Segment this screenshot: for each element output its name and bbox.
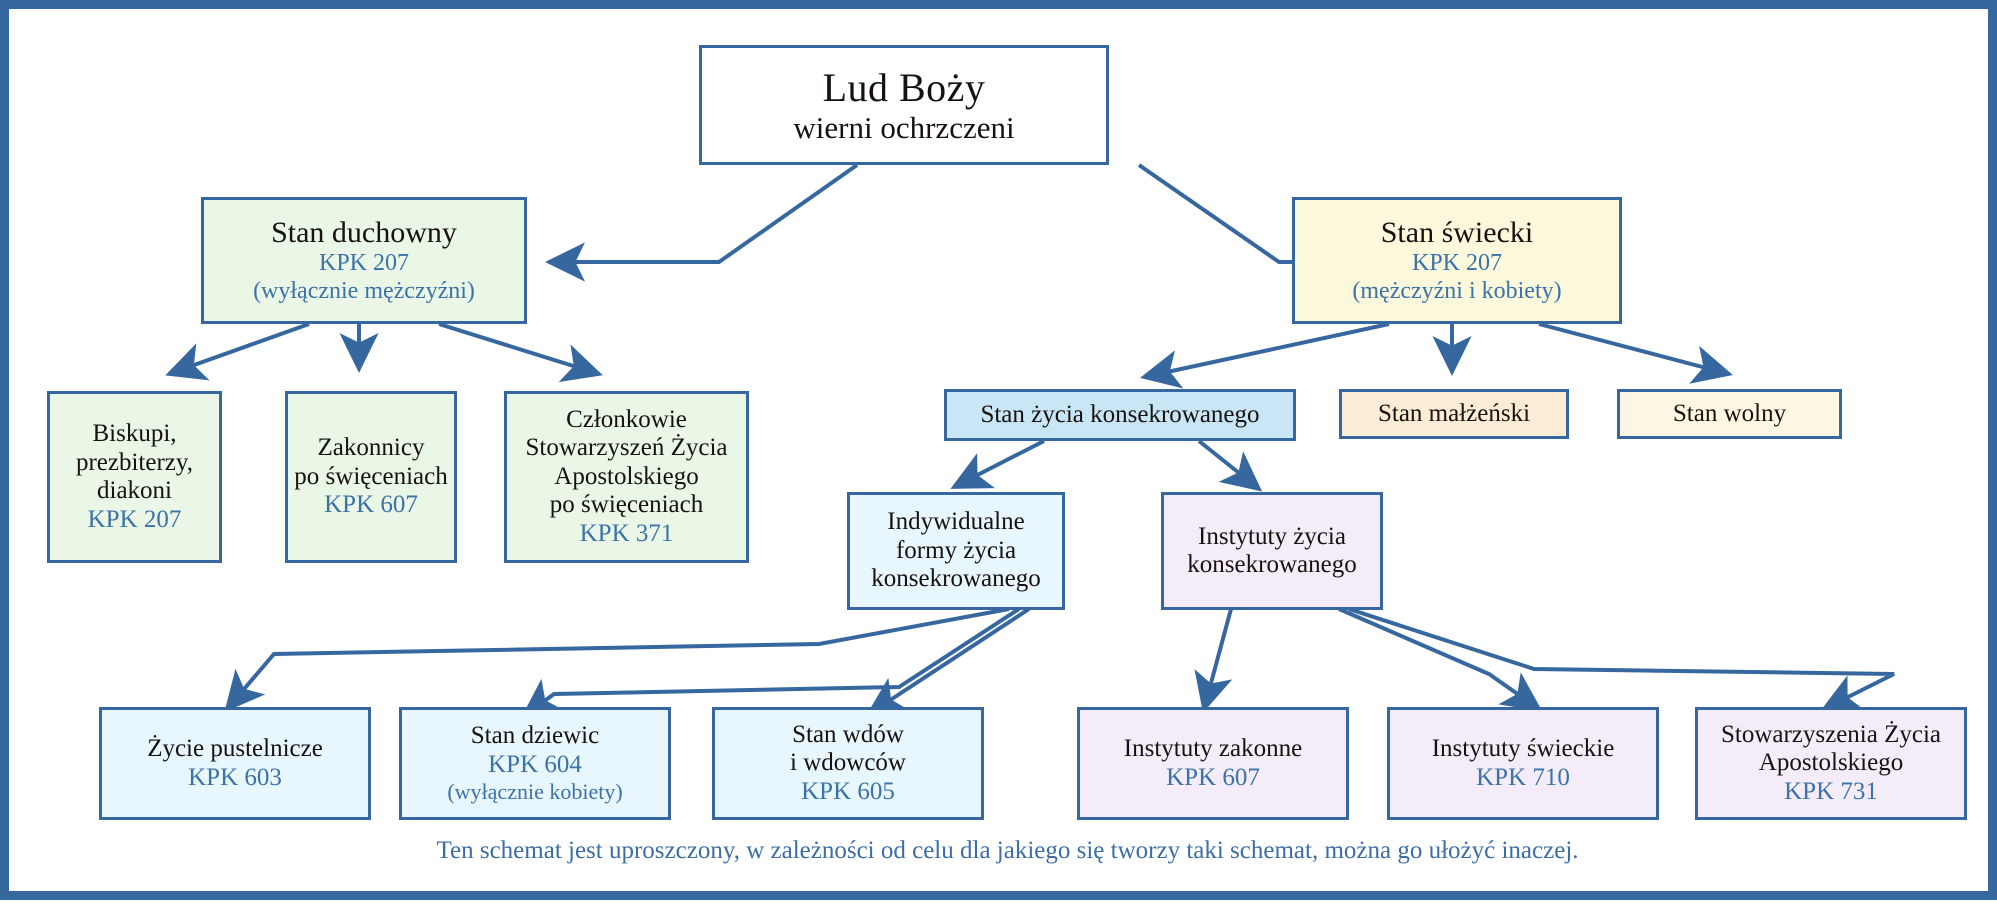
edge-institutes-to-societies — [1348, 607, 1895, 711]
node-inst-zakonne-kpk: KPK 607 — [1166, 763, 1260, 791]
node-czlonkowie-line3: Apostolskiego — [554, 462, 699, 490]
node-sza-kpk: KPK 731 — [1784, 777, 1878, 805]
node-instytuty-zycia-konsekrowanego[interactable]: Instytuty życia konsekrowanego — [1161, 492, 1383, 610]
node-stan-wdow[interactable]: Stan wdów i wdowców KPK 605 — [712, 707, 984, 820]
node-sza-line2: Apostolskiego — [1758, 749, 1904, 777]
node-pustelnicze-kpk: KPK 603 — [188, 763, 282, 791]
node-instytuty-zk-line1: Instytuty życia — [1198, 522, 1346, 550]
node-zycie-pustelnicze[interactable]: Życie pustelnicze KPK 603 — [99, 707, 371, 820]
node-instytuty-zk-line2: konsekrowanego — [1187, 551, 1357, 578]
node-czlonkowie-sza[interactable]: Członkowie Stowarzyszeń Życia Apostolski… — [504, 391, 749, 563]
node-czlonkowie-line1: Członkowie — [566, 405, 687, 433]
node-lud-bozy[interactable]: Lud Boży wierni ochrzczeni — [699, 45, 1109, 165]
node-czlonkowie-line2: Stowarzyszeń Życia — [525, 434, 728, 462]
diagram-canvas: Lud Boży wierni ochrzczeni Stan duchowny… — [9, 9, 1997, 909]
node-biskupi-line3: diakoni — [97, 477, 172, 504]
edge-institutes-to-religious — [1194, 608, 1233, 713]
node-lud-bozy-title: Lud Boży — [822, 64, 986, 110]
node-indywidualne-formy[interactable]: Indywidualne formy życia konsekrowanego — [847, 492, 1065, 610]
node-czlonkowie-line4: po święceniach — [549, 491, 704, 519]
node-zakonnicy-kpk: KPK 607 — [324, 491, 418, 519]
node-stan-swiecki-title: Stan świecki — [1380, 216, 1534, 250]
node-zakonnicy-line1: Zakonnicy — [317, 434, 425, 462]
node-stan-wolny[interactable]: Stan wolny — [1617, 389, 1842, 439]
edge-clergy-to-bishops — [165, 322, 310, 381]
edge-forms-to-virgins — [520, 607, 1021, 719]
edge-consecrated-to-forms — [950, 439, 1045, 489]
node-dziewic-note: (wyłącznie kobiety) — [447, 779, 623, 805]
node-stowarzyszenia-zycia-apostolskiego[interactable]: Stowarzyszenia Życia Apostolskiego KPK 7… — [1695, 707, 1967, 820]
node-dziewic-kpk: KPK 604 — [488, 750, 582, 778]
node-stan-duchowny[interactable]: Stan duchowny KPK 207 (wyłącznie mężczyź… — [201, 197, 527, 324]
node-indywidualne-line2: formy życia — [895, 536, 1017, 564]
node-stan-wolny-label: Stan wolny — [1672, 399, 1787, 427]
node-stan-malzenski[interactable]: Stan małżeński — [1339, 389, 1569, 439]
node-indywidualne-line1: Indywidualne — [887, 508, 1025, 536]
node-indywidualne-line3: konsekrowanego — [871, 565, 1041, 593]
node-inst-swieckie-kpk: KPK 710 — [1476, 763, 1570, 791]
node-wdow-line1: Stan wdów — [792, 720, 904, 748]
node-lud-bozy-subtitle: wierni ochrzczeni — [793, 110, 1015, 146]
edge-consecrated-to-institutes — [1197, 439, 1263, 492]
node-czlonkowie-kpk: KPK 371 — [579, 519, 674, 547]
node-wdow-line2: i wdowców — [790, 749, 906, 777]
edge-root-to-clergy — [545, 163, 859, 282]
node-stan-dziewic[interactable]: Stan dziewic KPK 604 (wyłącznie kobiety) — [399, 707, 671, 820]
diagram-caption: Ten schemat jest uproszczony, w zależnoś… — [436, 837, 1579, 864]
node-instytuty-swieckie[interactable]: Instytuty świeckie KPK 710 — [1387, 707, 1659, 820]
node-biskupi-line1: Biskupi, — [92, 420, 177, 447]
node-stan-duchowny-title: Stan duchowny — [271, 216, 457, 250]
node-sza-line1: Stowarzyszenia Życia — [1720, 720, 1942, 748]
node-biskupi-prezbiterzy-diakoni[interactable]: Biskupi, prezbiterzy, diakoni KPK 207 — [47, 391, 222, 563]
node-stan-zycia-konsekrowanego[interactable]: Stan życia konsekrowanego — [944, 389, 1296, 441]
node-inst-swieckie-line1: Instytuty świeckie — [1431, 735, 1615, 762]
node-stan-zycia-label: Stan życia konsekrowanego — [980, 400, 1260, 428]
edge-clergy-to-members — [438, 322, 603, 382]
edge-lay-to-single — [1538, 322, 1733, 384]
node-dziewic-line1: Stan dziewic — [470, 722, 600, 750]
node-pustelnicze-line1: Życie pustelnicze — [147, 735, 323, 762]
node-stan-duchowny-note: (wyłącznie mężczyźni) — [253, 277, 475, 304]
node-biskupi-kpk: KPK 207 — [87, 505, 182, 533]
node-zakonnicy-line2: po święceniach — [294, 462, 448, 490]
edge-institutes-to-secular — [1338, 607, 1543, 712]
edge-forms-to-widows — [865, 607, 1031, 717]
node-biskupi-line2: prezbiterzy, — [75, 448, 194, 476]
node-instytuty-zakonne[interactable]: Instytuty zakonne KPK 607 — [1077, 707, 1349, 820]
node-stan-swiecki-kpk: KPK 207 — [1411, 250, 1502, 277]
edge-forms-to-hermit — [224, 607, 1010, 713]
edge-lay-to-consecrated — [1140, 322, 1390, 389]
node-stan-duchowny-kpk: KPK 207 — [318, 250, 409, 277]
node-zakonnicy-po-swieceniach[interactable]: Zakonnicy po święceniach KPK 607 — [285, 391, 457, 563]
node-wdow-kpk: KPK 605 — [801, 777, 895, 805]
node-stan-malzenski-label: Stan małżeński — [1377, 399, 1531, 427]
node-stan-swiecki-note: (mężczyźni i kobiety) — [1352, 277, 1562, 304]
node-inst-zakonne-line1: Instytuty zakonne — [1123, 735, 1303, 762]
node-stan-swiecki[interactable]: Stan świecki KPK 207 (mężczyźni i kobiet… — [1292, 197, 1622, 324]
